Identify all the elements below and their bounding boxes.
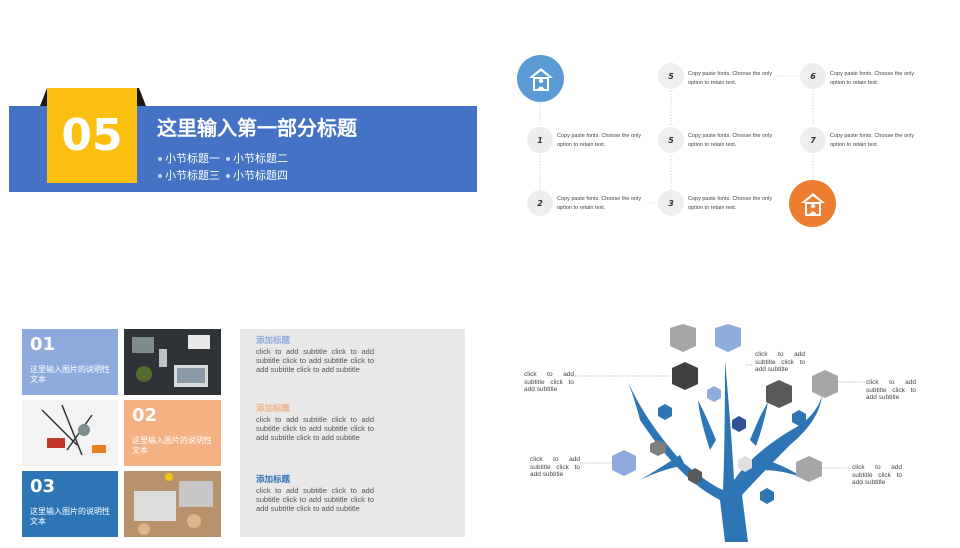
gallery-tile-01: 01 这里输入图片的说明性文本 bbox=[22, 329, 118, 395]
bullet-icon bbox=[158, 174, 162, 178]
step-circle: 7 bbox=[800, 127, 826, 153]
photo-desk-top-view bbox=[124, 329, 221, 395]
step-circle: 1 bbox=[527, 127, 553, 153]
tree-label: click to add subtitle click to add subti… bbox=[755, 351, 805, 373]
photo-team-laptops bbox=[124, 471, 221, 537]
step-text: Copy paste fonts. Choose the only option… bbox=[830, 133, 915, 148]
process-end bbox=[789, 180, 836, 227]
subtitle-item: 小节标题三 bbox=[158, 167, 220, 183]
step-circle: 2 bbox=[527, 190, 553, 216]
text-panel bbox=[240, 329, 465, 537]
panel-heading: 添加标题 bbox=[256, 475, 291, 485]
subtitle-item: 小节标题四 bbox=[226, 167, 288, 183]
tree-label: click to add subtitle click to add subti… bbox=[866, 379, 916, 401]
step-text: Copy paste fonts. Choose the only option… bbox=[557, 196, 642, 211]
section-number: 05 bbox=[47, 88, 137, 183]
tree-label: click to add subtitle click to add subti… bbox=[530, 456, 580, 478]
bullet-icon bbox=[226, 174, 230, 178]
home-person-icon bbox=[800, 192, 825, 216]
subtitle-item: 小节标题一 bbox=[158, 150, 220, 166]
process-connectors bbox=[539, 75, 814, 204]
bullet-icon bbox=[158, 157, 162, 161]
step-text: Copy paste fonts. Choose the only option… bbox=[557, 133, 642, 148]
home-person-icon bbox=[528, 67, 553, 91]
step-text: Copy paste fonts. Choose the only option… bbox=[688, 133, 773, 148]
section-title: 这里输入第一部分标题 bbox=[157, 116, 357, 140]
process-start bbox=[517, 55, 564, 102]
panel-heading: 添加标题 bbox=[256, 336, 291, 346]
step-circle: 3 bbox=[658, 190, 684, 216]
tree-label: click to add subtitle click to add subti… bbox=[524, 371, 574, 393]
step-text: Copy paste fonts. Choose the only option… bbox=[688, 196, 773, 211]
bullet-icon bbox=[226, 157, 230, 161]
panel-body: click to add subtitle click to add subti… bbox=[256, 415, 374, 442]
panel-heading: 添加标题 bbox=[256, 404, 291, 414]
step-text: Copy paste fonts. Choose the only option… bbox=[830, 71, 915, 86]
step-text: Copy paste fonts. Choose the only option… bbox=[688, 71, 773, 86]
tree-label: click to add subtitle click to add subti… bbox=[852, 464, 902, 486]
gallery-tile-02: 02 这里输入图片的说明性文本 bbox=[124, 400, 221, 466]
hexagon-tree bbox=[572, 324, 865, 542]
gallery-tile-03: 03 这里输入图片的说明性文本 bbox=[22, 471, 118, 537]
step-circle: 5 bbox=[658, 127, 684, 153]
panel-body: click to add subtitle click to add subti… bbox=[256, 347, 374, 374]
step-circle: 6 bbox=[800, 63, 826, 89]
subtitle-item: 小节标题二 bbox=[226, 150, 288, 166]
photo-scattered-stationery bbox=[22, 400, 118, 466]
panel-body: click to add subtitle click to add subti… bbox=[256, 486, 374, 513]
step-circle: 5 bbox=[658, 63, 684, 89]
